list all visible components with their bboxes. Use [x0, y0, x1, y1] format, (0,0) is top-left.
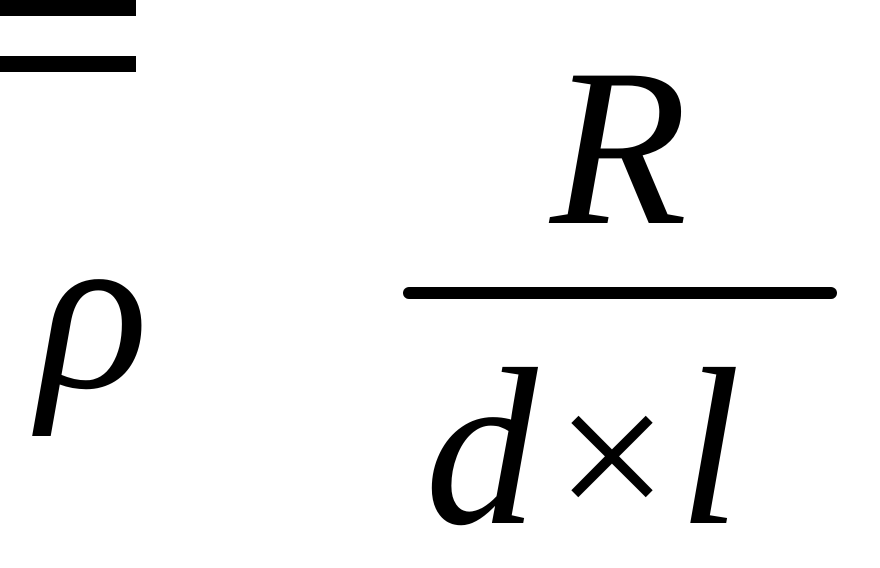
- denominator: d×l: [425, 335, 741, 560]
- numerator-r: R: [550, 22, 688, 272]
- rho-symbol: ρ: [38, 182, 149, 437]
- equals-bottom-bar: [0, 56, 136, 72]
- equals-top-bar: [0, 0, 136, 16]
- fraction-bar: [403, 287, 837, 299]
- denominator-d: d: [425, 322, 538, 568]
- denominator-l: l: [678, 322, 741, 568]
- equals-sign: [0, 0, 140, 72]
- times-operator: ×: [555, 346, 669, 567]
